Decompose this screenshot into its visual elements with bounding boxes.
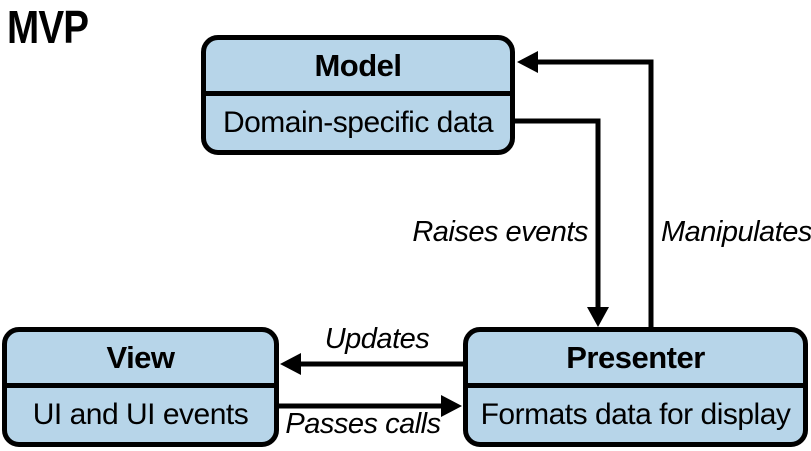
node-presenter: Presenter Formats data for display	[463, 327, 808, 447]
node-view: View UI and UI events	[2, 327, 279, 447]
node-model: Model Domain-specific data	[201, 35, 515, 155]
edge-updates	[280, 353, 463, 375]
edge-label-passes-calls: Passes calls	[285, 408, 441, 440]
arrowhead-down-icon	[587, 307, 609, 327]
arrowhead-left-icon	[280, 353, 301, 375]
node-model-detail: Domain-specific data	[222, 106, 494, 139]
edge-label-raises-events: Raises events	[412, 216, 588, 248]
diagram-title: MVP	[7, 1, 89, 53]
node-view-title: View	[7, 332, 274, 388]
node-presenter-detail: Formats data for display	[480, 398, 791, 431]
edge-label-manipulates: Manipulates	[661, 216, 811, 248]
arrowhead-right-icon	[441, 395, 462, 417]
edge-raises-events-line	[515, 118, 601, 309]
arrowhead-left-icon	[517, 51, 538, 73]
edge-manipulates	[517, 51, 654, 327]
node-model-title: Model	[206, 40, 510, 96]
edge-label-updates: Updates	[324, 323, 430, 355]
node-view-detail: UI and UI events	[32, 398, 249, 431]
node-presenter-title: Presenter	[468, 332, 803, 388]
edge-manipulates-line	[535, 59, 654, 327]
